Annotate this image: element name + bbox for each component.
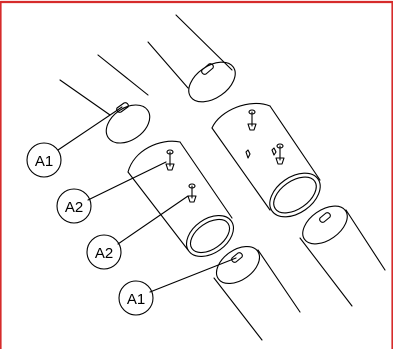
coupling-tube-center (127, 140, 234, 257)
tube-bottom (213, 245, 301, 341)
callout-label-a2-upper: A2 (65, 199, 83, 216)
callout-a2-lower: A2 (86, 234, 122, 270)
pin-icon (247, 109, 257, 131)
callout-label-a2-lower: A2 (95, 245, 113, 262)
coupling-tube-right (211, 102, 321, 218)
tube-right-lower (299, 205, 386, 307)
pin-icon (165, 149, 175, 171)
slot-icon (319, 212, 331, 223)
callout-a2-upper: A2 (56, 188, 92, 224)
callout-label-a1-top: A1 (35, 153, 53, 170)
slot-icon (231, 252, 243, 263)
callout-a1-bottom: A1 (118, 280, 154, 316)
pin-icon (187, 183, 197, 203)
callout-label-a1-bottom: A1 (127, 291, 145, 308)
slot-icon (201, 63, 214, 75)
hole-icon (271, 147, 277, 156)
tube-top-center (147, 14, 236, 103)
hole-icon (245, 149, 251, 159)
pin-icon (275, 143, 285, 165)
leader-lines (57, 106, 237, 293)
callout-a1-top: A1 (26, 142, 62, 178)
tube-top-left (59, 54, 151, 144)
